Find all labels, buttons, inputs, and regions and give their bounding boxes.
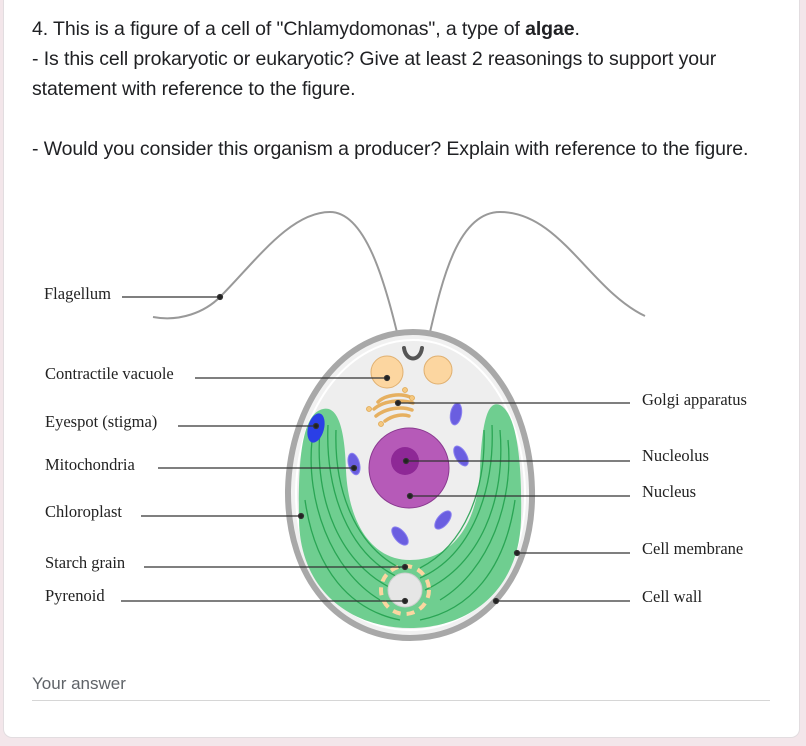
- label-golgi-apparatus: Golgi apparatus: [642, 390, 747, 409]
- chloroplast: [298, 404, 522, 628]
- answer-input[interactable]: [32, 668, 770, 701]
- chloroplast-thylakoids: [304, 424, 516, 621]
- golgi-vesicles: [366, 387, 415, 427]
- label-pyrenoid: Pyrenoid: [45, 586, 105, 605]
- question-title-suffix: .: [574, 18, 580, 40]
- question-number: 4.: [32, 18, 49, 40]
- basal-bodies: [402, 346, 424, 361]
- question-title-prefix: This is a figure of a cell of "Chlamydom…: [48, 18, 526, 40]
- label-mitochondria: Mitochondria: [45, 455, 135, 474]
- contractile-vacuole-right: [423, 355, 453, 385]
- contractile-vacuole-left: [370, 355, 404, 389]
- label-nucleolus: Nucleolus: [642, 446, 709, 465]
- flagellum-left: [152, 210, 401, 346]
- question-line-2: - Is this cell prokaryotic or eukaryotic…: [32, 48, 717, 70]
- label-cell-wall: Cell wall: [642, 587, 702, 606]
- label-cell-membrane: Cell membrane: [642, 539, 743, 558]
- label-flagellum: Flagellum: [44, 284, 111, 303]
- question-title: 4. This is a figure of a cell of "Chlamy…: [32, 14, 580, 44]
- label-contractile-vacuole: Contractile vacuole: [45, 364, 174, 383]
- label-chloroplast: Chloroplast: [45, 502, 122, 521]
- label-eyespot: Eyespot (stigma): [45, 412, 157, 431]
- mitochondria: [347, 402, 469, 546]
- right-leader-lines: [394, 399, 630, 605]
- question-title-bold: algae: [525, 18, 575, 40]
- question-line-4: - Would you consider this organism a pro…: [32, 138, 749, 160]
- pyrenoid: [387, 572, 423, 608]
- golgi-apparatus: [372, 393, 415, 423]
- question-line-3: statement with reference to the figure.: [32, 78, 356, 100]
- label-starch-grain: Starch grain: [45, 553, 125, 572]
- label-nucleus: Nucleus: [642, 482, 696, 501]
- left-leader-lines: [121, 293, 409, 605]
- flagellum-right: [426, 210, 646, 346]
